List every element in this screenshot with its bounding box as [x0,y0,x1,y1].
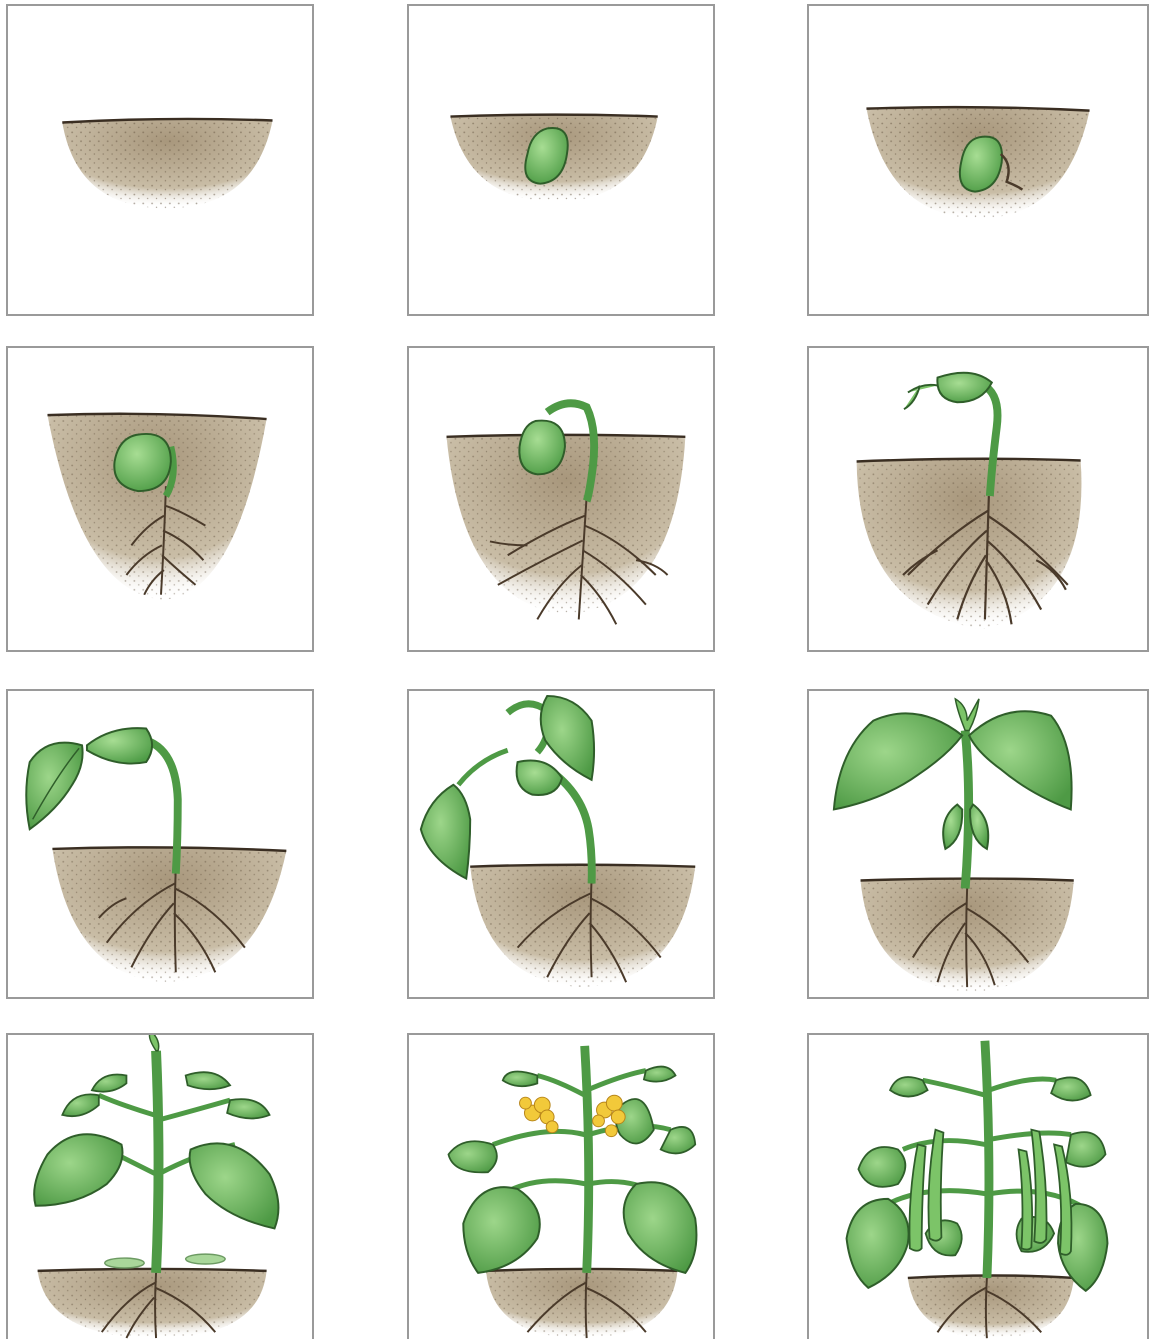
cotyledon [937,373,991,403]
stage-4-illustration [8,348,312,650]
leaf-right [969,711,1071,809]
stage-9-illustration [809,691,1147,997]
cotyledon [87,728,152,763]
stage-9-panel [807,689,1149,999]
leaf-bud [904,385,938,409]
stem [965,730,968,888]
leaf-lower [421,785,470,879]
leaf-lower-right [624,1182,697,1273]
leaf-left [834,713,962,809]
cotyledon-left [943,805,962,849]
stage-6-illustration [809,348,1147,650]
stage-8-illustration [409,691,713,997]
stage-8-panel [407,689,715,999]
leaf-lower-left [847,1199,909,1288]
stem [156,1051,158,1273]
leaf-lower-right [190,1143,279,1228]
stage-1-panel [6,4,314,316]
fallen-cotyledon [186,1254,225,1264]
stage-1-illustration [8,6,312,314]
stage-2-illustration [409,6,713,314]
stage-10-panel [6,1033,314,1339]
stage-11-illustration [409,1035,713,1339]
stage-12-illustration [809,1035,1147,1339]
stage-3-panel [807,4,1149,316]
stem [985,1041,989,1278]
bean-seed [114,434,171,491]
cotyledon [517,760,562,795]
fallen-cotyledon [105,1258,144,1268]
stage-10-illustration [8,1035,312,1339]
stage-5-panel [407,346,715,652]
bean-seed [519,421,565,475]
stage-2-panel [407,4,715,316]
stage-7-panel [6,689,314,999]
leaf-lower-left [463,1187,539,1273]
stage-7-illustration [8,691,312,997]
stage-12-panel [807,1033,1149,1339]
stage-11-panel [407,1033,715,1339]
stage-5-illustration [409,348,713,650]
leaf-bud [955,699,979,731]
leaf-lower-left [34,1134,122,1205]
leaf-upper-left [62,1094,99,1116]
stage-6-panel [807,346,1149,652]
stage-4-panel [6,346,314,652]
stem [585,1046,589,1273]
leaf-upper-right [227,1099,269,1118]
stage-3-illustration [809,6,1147,314]
leaf-mid-left [448,1141,496,1172]
cotyledon-right [970,805,988,849]
